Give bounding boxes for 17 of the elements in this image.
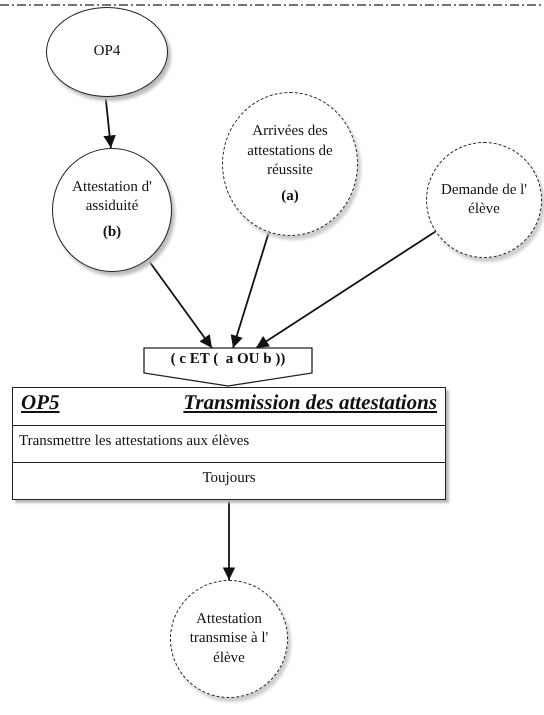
arrow bbox=[147, 259, 213, 349]
arrow bbox=[103, 96, 116, 148]
event-label: Arrivées des attestations de réussite bbox=[246, 122, 334, 180]
event-label: OP4 bbox=[94, 42, 120, 62]
event-tag: (b) bbox=[102, 222, 122, 242]
condition-text: ( c ET ( a OU b )) bbox=[170, 351, 286, 368]
event-label: Demande de l' élève bbox=[440, 180, 528, 219]
emission-rule: Toujours bbox=[201, 470, 257, 487]
event-label: Attestation d' assiduité bbox=[71, 178, 153, 216]
operation-title: Transmission des attestations bbox=[183, 390, 437, 415]
event-ellipse bbox=[46, 7, 168, 97]
event-label: Attestation transmise à l' élève bbox=[188, 610, 270, 668]
event-tag: (a) bbox=[281, 186, 299, 206]
arrow bbox=[230, 232, 270, 348]
operation-code: OP5 bbox=[21, 390, 60, 415]
operation-action: Transmettre les attestations aux élèves bbox=[19, 433, 250, 450]
arrow bbox=[222, 500, 236, 580]
